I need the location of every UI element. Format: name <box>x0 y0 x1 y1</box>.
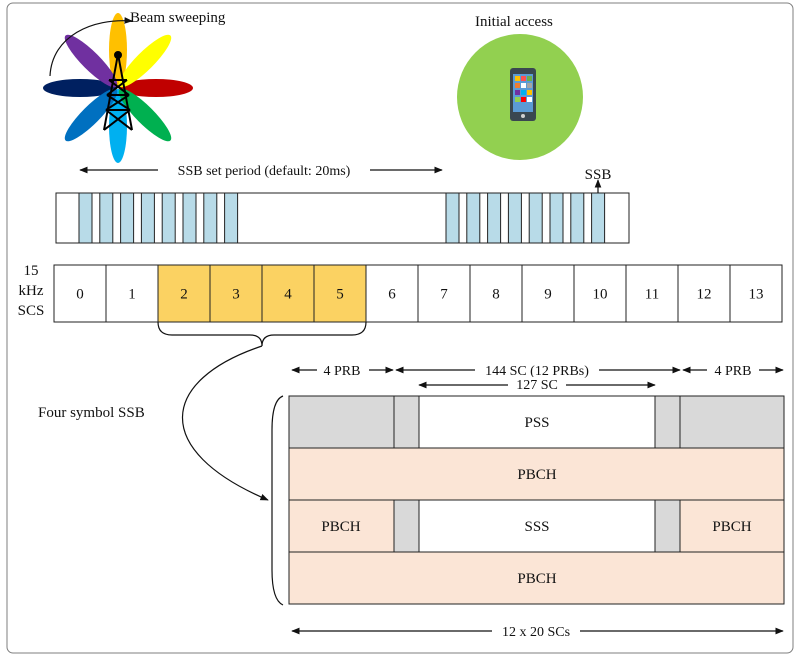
sc-144-label: 144 SC (12 PRBs) <box>485 364 589 379</box>
ssb-block-0-1 <box>99 192 114 244</box>
guard-strip-left <box>393 395 420 449</box>
symbol-label-7: 7 <box>440 287 448 303</box>
beam-bottom <box>109 89 127 163</box>
symbol-cell-9 <box>521 264 575 323</box>
ssb-block-1-1 <box>466 192 481 244</box>
grid-left-brace <box>271 395 284 606</box>
beam-sweeping-label: Beam sweeping <box>130 10 226 26</box>
beam-sweeping-graphic <box>43 13 193 163</box>
ssb-block-0-4 <box>161 192 176 244</box>
ssb-block-0-5 <box>182 192 197 244</box>
ssb-block-0-0 <box>78 192 93 244</box>
beam-top-right <box>118 34 172 88</box>
guard-strip-left-row3 <box>393 499 420 553</box>
symbol-label-11: 11 <box>645 287 659 303</box>
pss-block <box>418 395 656 449</box>
symbol-cell-0 <box>53 264 107 323</box>
beam-bottom-right <box>118 88 172 142</box>
symbol-cell-1 <box>105 264 159 323</box>
symbol-cell-10 <box>573 264 627 323</box>
beam-top-left <box>64 34 118 88</box>
smartphone-icon <box>510 68 536 121</box>
guard-block-left <box>288 395 395 449</box>
guard-strip-right-row3 <box>654 499 681 553</box>
symbol-label-8: 8 <box>492 287 500 303</box>
scs-label-line2: kHz <box>19 283 44 299</box>
symbol-cell-4 <box>261 264 315 323</box>
ssb-block-0-7 <box>224 192 239 244</box>
symbol-label-10: 10 <box>593 287 608 303</box>
prb-left-label: 4 PRB <box>324 364 361 379</box>
pbch-left-label: PBCH <box>321 519 360 535</box>
ssb-grid <box>288 395 785 605</box>
pbch-block-right <box>679 499 785 553</box>
beam-top <box>109 13 127 87</box>
sweep-arrow <box>49 17 133 77</box>
symbol-label-6: 6 <box>388 287 396 303</box>
beam-left <box>43 79 117 97</box>
sss-block <box>418 499 656 553</box>
symbol-label-4: 4 <box>284 287 292 303</box>
scs-label-line1: 15 <box>24 263 39 279</box>
symbol-cell-2 <box>157 264 211 323</box>
ssb-block-1-6 <box>570 192 585 244</box>
symbol-cell-13 <box>729 264 783 323</box>
prb-right-label: 4 PRB <box>715 364 752 379</box>
ssb-block-0-3 <box>140 192 155 244</box>
pss-label: PSS <box>524 415 549 431</box>
ssb-curve-arrow <box>181 345 269 501</box>
ssb-block-0-2 <box>120 192 135 244</box>
sc-127-label: 127 SC <box>516 378 558 393</box>
symbol-cell-8 <box>469 264 523 323</box>
initial-access-label: Initial access <box>475 14 553 30</box>
beam-right <box>119 79 193 97</box>
ssb-period-label: SSB set period (default: 20ms) <box>178 164 351 179</box>
bottom-span-label: 12 x 20 SCs <box>502 625 570 640</box>
ssb-block-1-3 <box>507 192 522 244</box>
pbch-block-left <box>288 499 395 553</box>
symbol-label-0: 0 <box>76 287 84 303</box>
pbch-row-4-label: PBCH <box>517 571 556 587</box>
ssb-burst-blocks <box>78 192 606 244</box>
symbol-cell-3 <box>209 264 263 323</box>
symbol-cell-12 <box>677 264 731 323</box>
pbch-row-4 <box>288 551 785 605</box>
ssb-block-1-7 <box>591 192 606 244</box>
pbch-right-label: PBCH <box>712 519 751 535</box>
ssb-block-1-2 <box>487 192 502 244</box>
symbol-label-3: 3 <box>232 287 240 303</box>
sss-label: SSS <box>524 519 549 535</box>
guard-block-right <box>679 395 785 449</box>
symbol-label-1: 1 <box>128 287 136 303</box>
antenna-tower-icon <box>103 51 133 131</box>
symbol-label-9: 9 <box>544 287 552 303</box>
symbol-label-2: 2 <box>180 287 188 303</box>
symbol-label-5: 5 <box>336 287 344 303</box>
four-symbol-ssb-label: Four symbol SSB <box>38 405 145 421</box>
guard-strip-right <box>654 395 681 449</box>
symbol-label-13: 13 <box>749 287 764 303</box>
ssb-label: SSB <box>585 167 612 183</box>
ssb-block-1-4 <box>528 192 543 244</box>
ssb-block-0-6 <box>203 192 218 244</box>
symbol-label-12: 12 <box>697 287 712 303</box>
ssb-block-1-5 <box>549 192 564 244</box>
scs-label-line3: SCS <box>18 303 45 319</box>
symbol-cell-5 <box>313 264 367 323</box>
beam-bottom-left <box>64 88 118 142</box>
pbch-row-2-label: PBCH <box>517 467 556 483</box>
ssb-block-1-0 <box>445 192 460 244</box>
